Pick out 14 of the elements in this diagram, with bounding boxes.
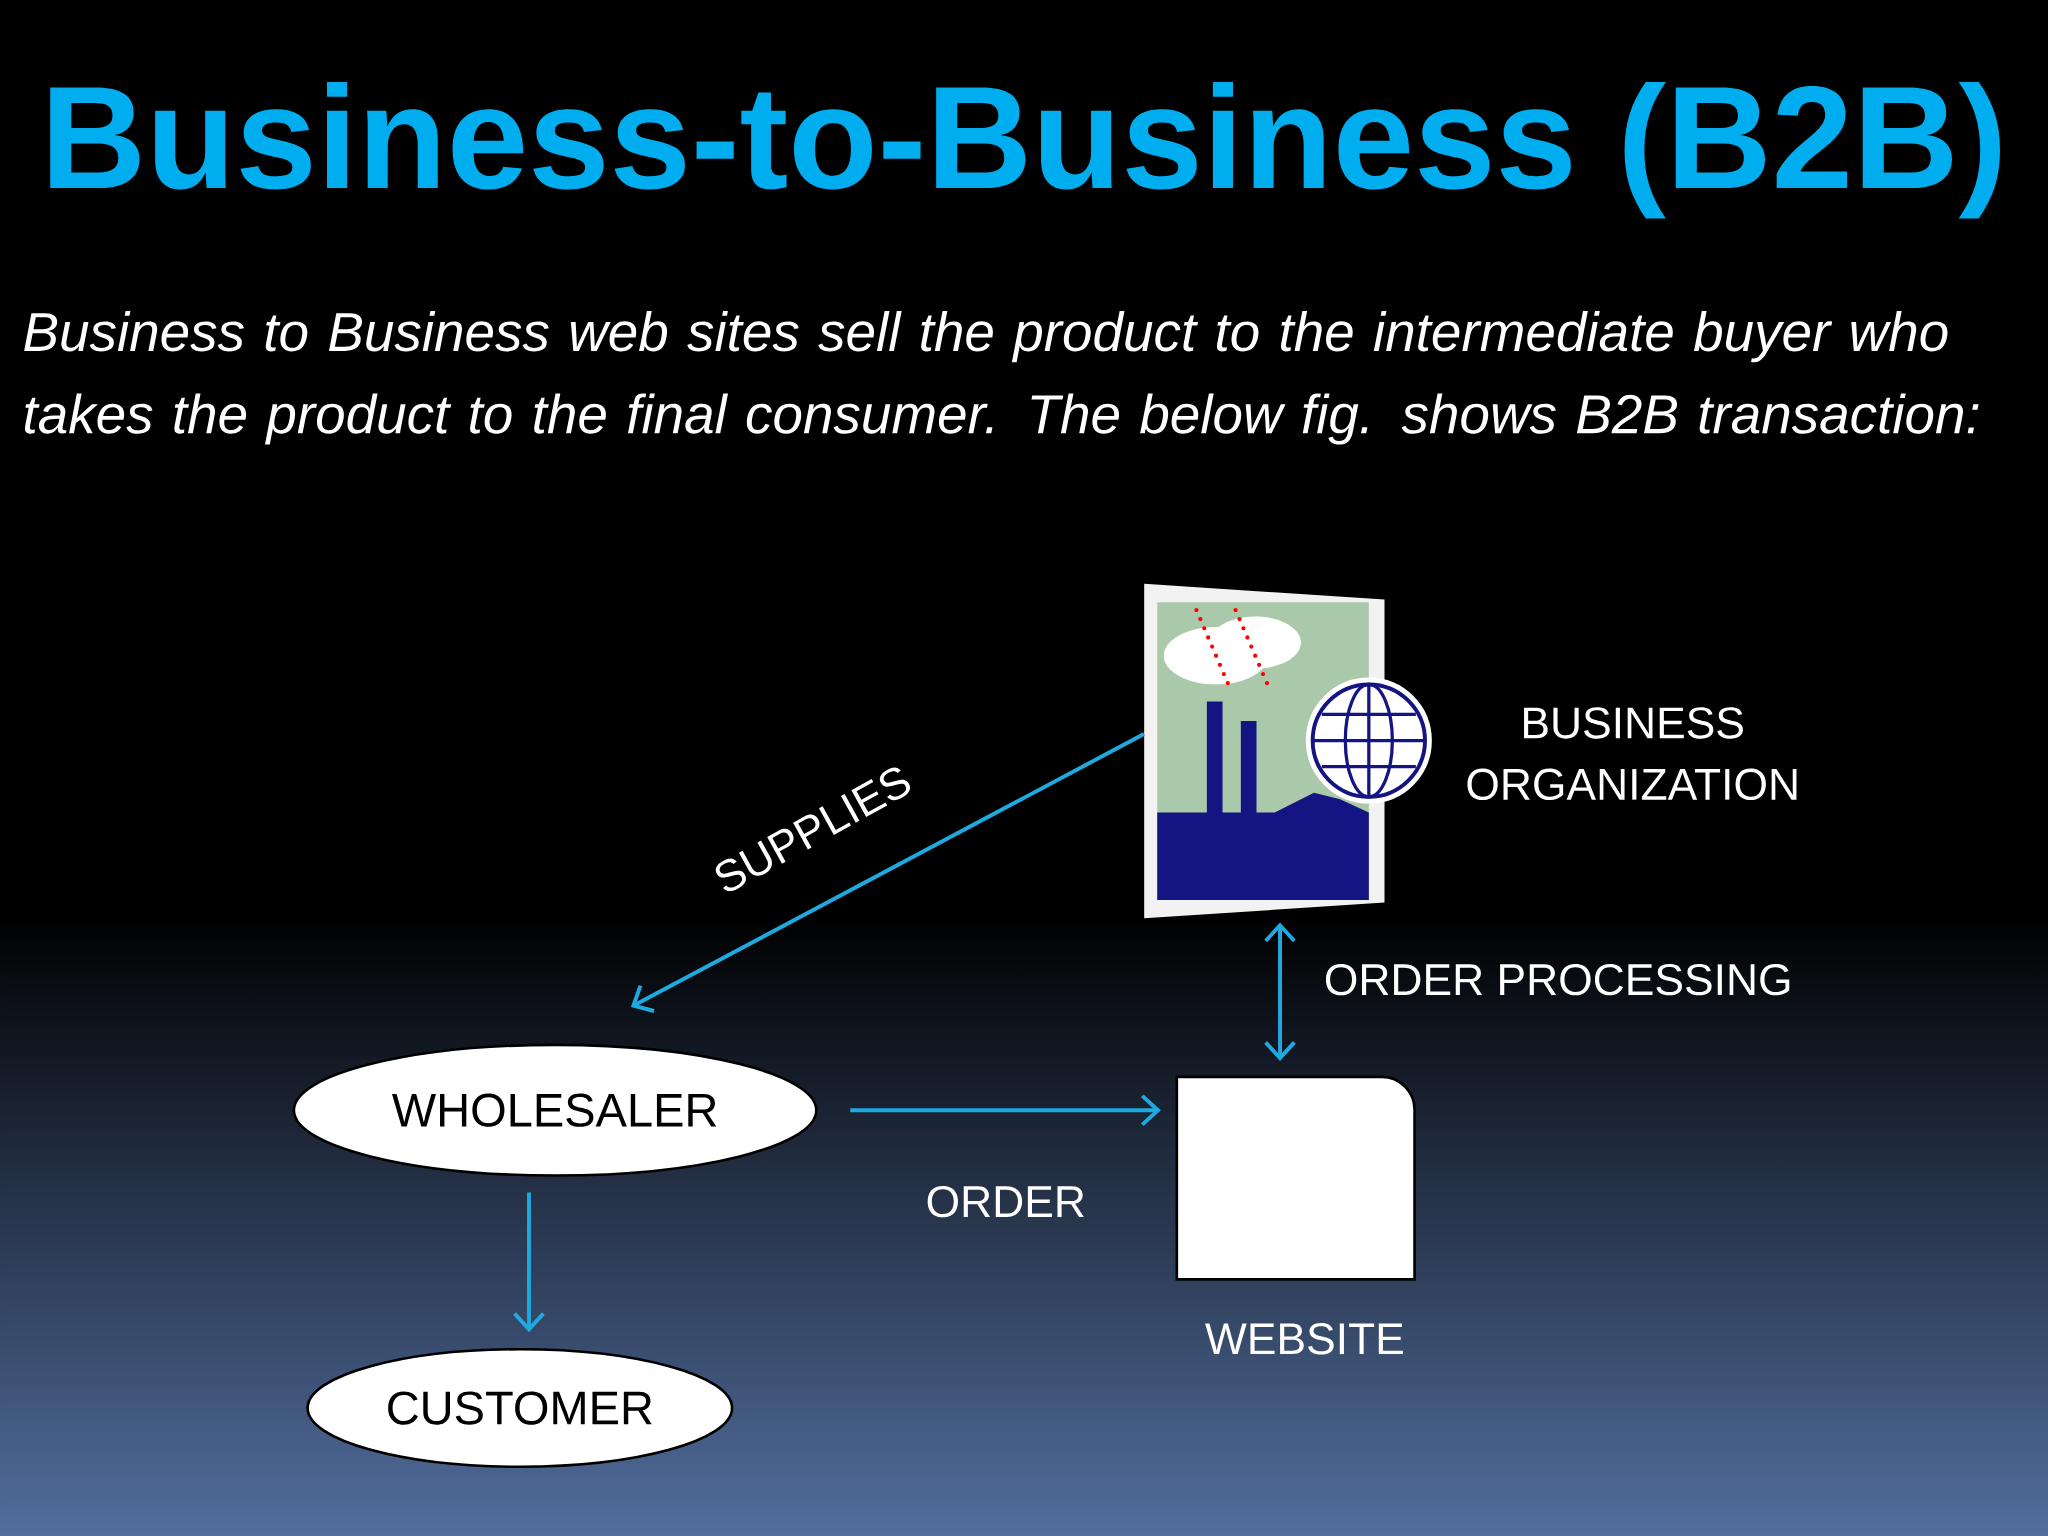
node-caption: WEBSITE [1205,1323,1403,1355]
title: Business-to-Business (B2B) [50,82,2000,219]
node-caption: BUSINESS ORGANIZATION [1467,707,1797,801]
edge-label: ORDER [927,1185,1084,1218]
ellipse-node: CUSTOMER [306,1347,734,1469]
description-paragraph: Business to Business web sites sell the product to the intermediate buyer who takes the product to the final consumer. The below fig. shows B2B transaction: [24,311,1979,445]
arrow [850,1094,1161,1127]
arrow [513,1192,545,1333]
arrow [630,732,1145,1013]
edge-label: ORDER PROCESSING [1325,963,1790,996]
ellipse-node: WHOLESALER [292,1043,818,1177]
factory-drawing [1144,583,1432,919]
website-box [1175,1075,1416,1281]
arrow [1264,922,1296,1061]
